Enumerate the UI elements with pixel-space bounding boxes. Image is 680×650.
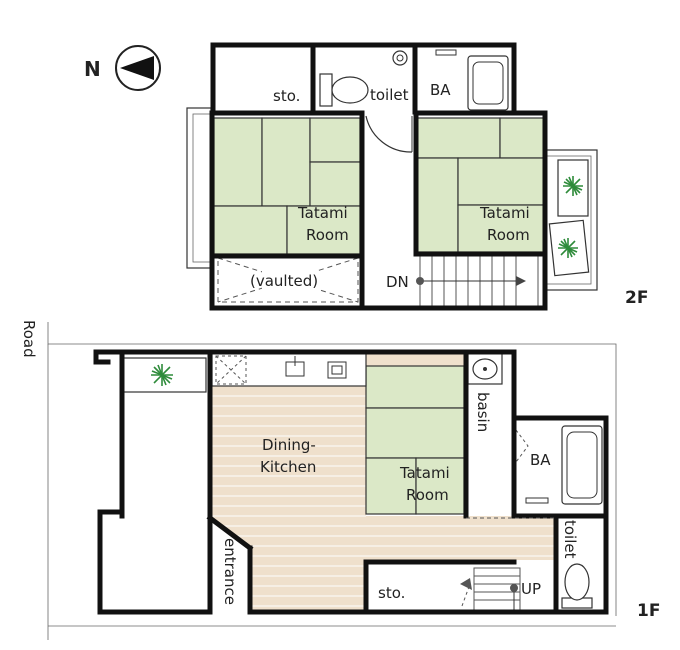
label-tatami-1f-line1: Tatami	[399, 464, 450, 482]
dining-kitchen-floor	[212, 352, 554, 612]
label-tatami-west-line1: Tatami	[297, 204, 348, 222]
bathtub-1f	[515, 425, 603, 505]
label-floor-2f: 2F	[625, 288, 648, 308]
walls-2f	[209, 42, 548, 311]
floor-2f: sto. toilet BA Tatami Room Tatami Room (…	[186, 42, 648, 311]
stair-arrow-icon	[516, 276, 526, 286]
label-floor-1f: 1F	[637, 601, 660, 621]
label-storage-1f: sto.	[378, 584, 405, 602]
planter-2f-upper	[557, 159, 589, 217]
label-bath-2f: BA	[430, 81, 451, 99]
paper-holder-icon	[392, 50, 408, 66]
label-toilet-1f: toilet	[561, 520, 579, 559]
door-swing-2f	[365, 115, 413, 153]
compass-arrow-icon	[120, 56, 154, 80]
label-tatami-east-line1: Tatami	[479, 204, 530, 222]
kitchen-counter	[211, 351, 367, 387]
tatami-room-west	[213, 117, 361, 255]
floor-1f: Dining- Kitchen Tatami Room basin BA toi…	[93, 349, 660, 621]
compass: N	[84, 45, 161, 91]
label-basin: basin	[474, 392, 492, 432]
label-toilet-2f: toilet	[370, 86, 409, 104]
vaulted-space	[217, 257, 359, 303]
property-line	[47, 322, 617, 616]
label-dining-line2: Kitchen	[260, 458, 316, 476]
label-storage-2f: sto.	[273, 87, 300, 105]
label-dining-line1: Dining-	[262, 436, 316, 454]
toilet-fixture-1f	[561, 563, 593, 609]
label-stairs-up: UP	[521, 580, 541, 598]
stairs-1f	[460, 567, 521, 613]
tatami-room-east	[415, 117, 545, 253]
basin-fixture	[467, 351, 503, 385]
compass-n-label: N	[84, 57, 101, 81]
walls-1f	[93, 349, 609, 615]
label-entrance: entrance	[221, 538, 239, 605]
stove-icon	[327, 361, 347, 379]
stair-up-arrow-icon	[460, 578, 472, 590]
road: Road	[20, 320, 617, 640]
planter-2f-lower	[548, 219, 590, 277]
label-tatami-1f-line2: Room	[406, 486, 449, 504]
label-tatami-west-line2: Room	[306, 226, 349, 244]
label-tatami-east-line2: Room	[487, 226, 530, 244]
label-bath-1f: BA	[530, 451, 551, 469]
label-road: Road	[20, 320, 38, 358]
toilet-fixture-2f	[319, 50, 408, 107]
planter-1f	[121, 357, 207, 393]
west-balcony	[186, 107, 212, 269]
stairs-2f	[416, 255, 539, 307]
stair-start-dot-1f	[510, 584, 518, 592]
bathtub-2f	[435, 49, 509, 111]
label-stairs-down: DN	[386, 273, 409, 291]
label-vaulted: (vaulted)	[250, 272, 318, 290]
stair-start-dot	[416, 277, 424, 285]
tatami-room-1f	[365, 365, 465, 515]
